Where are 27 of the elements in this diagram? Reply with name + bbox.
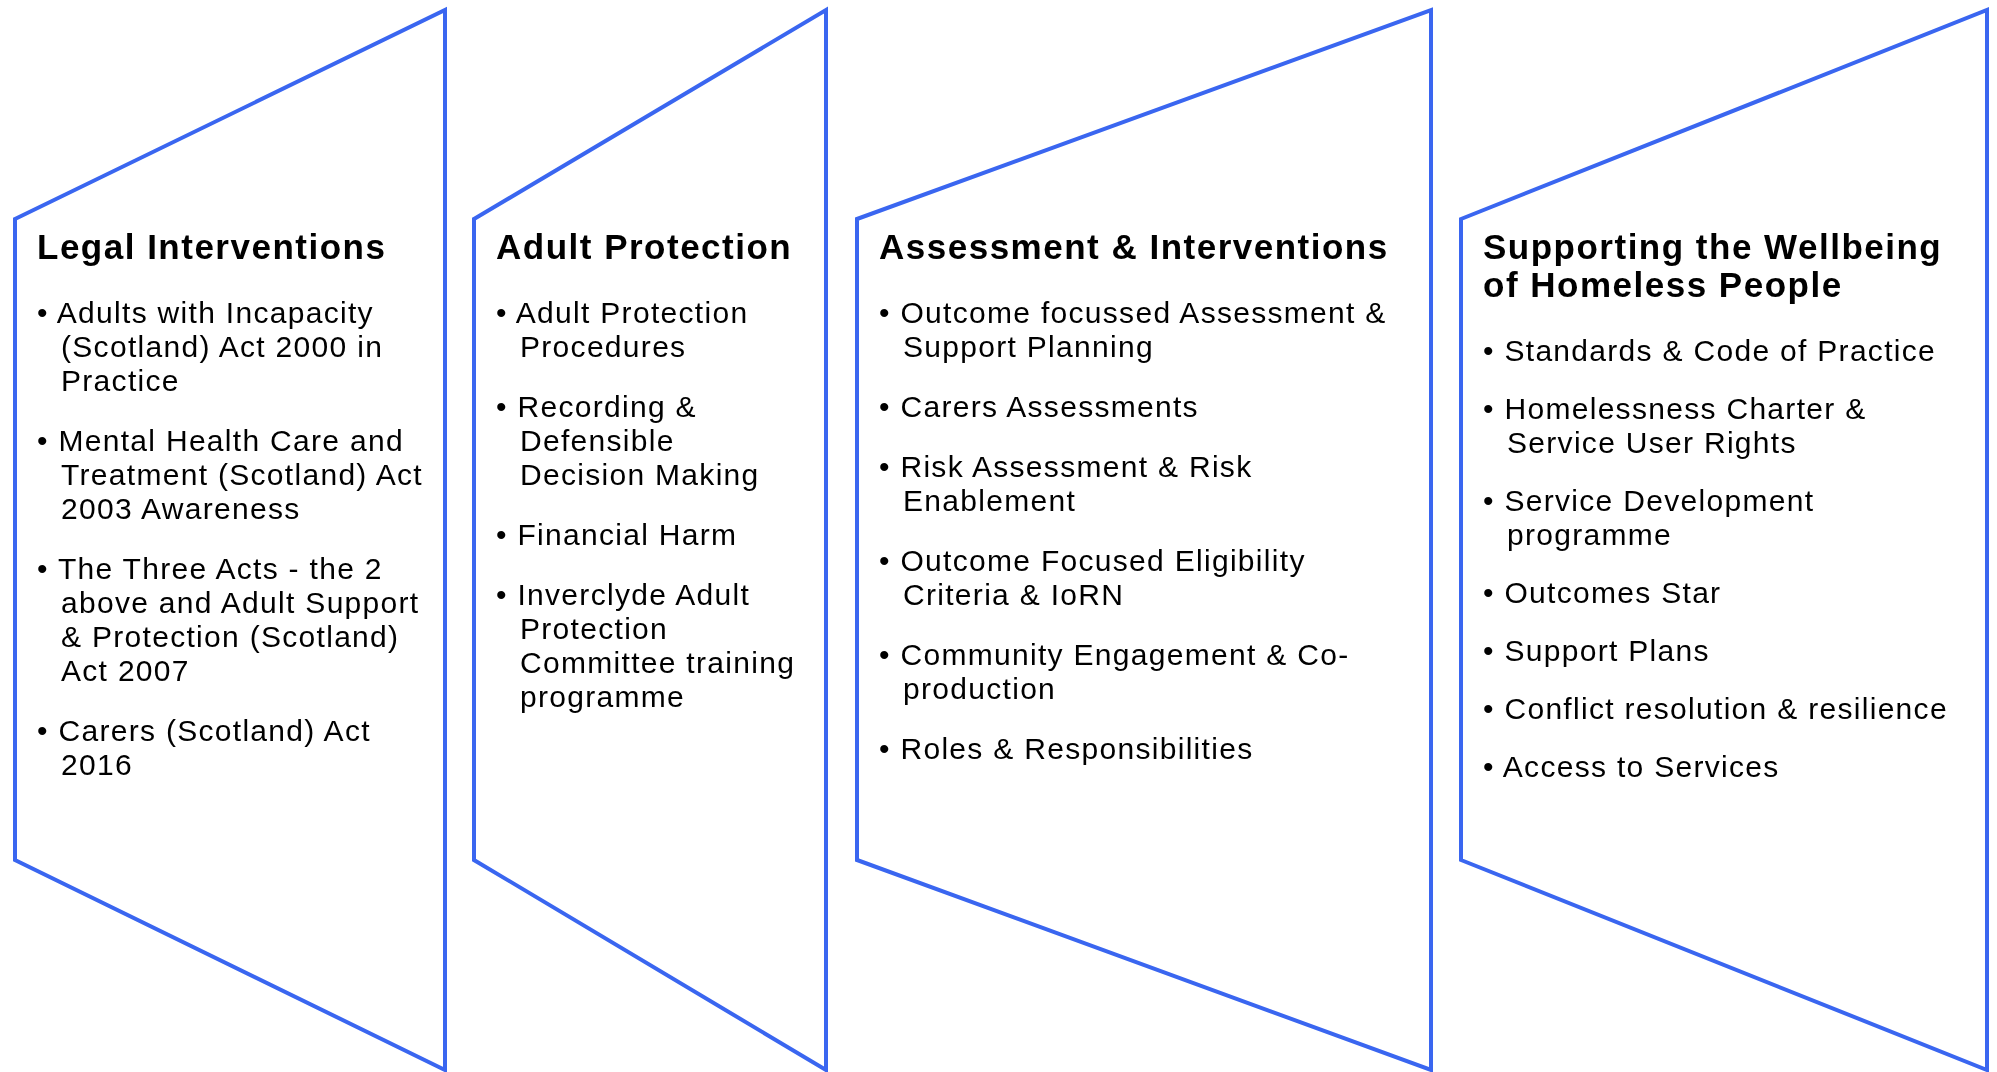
bullet-item: • Carers (Scotland) Act 2016	[37, 714, 372, 782]
bullet-item: • Inverclyde Adult Protection Committee training programme	[496, 578, 797, 714]
bullet-item: • Adult Protection Procedures	[496, 296, 750, 364]
trapezoid-panel	[1461, 10, 1987, 1070]
bullet-item: • Roles & Responsibilities	[879, 732, 1255, 766]
panel-heading: Legal Interventions	[37, 228, 388, 266]
bullet-item: • Support Plans	[1483, 634, 1711, 668]
bullet-item: • Financial Harm	[496, 518, 739, 552]
bullet-item: • Recording & Defensible Decision Making	[496, 390, 761, 492]
bullet-item: • Adults with Incapacity (Scotland) Act 2000 in Practice	[37, 296, 385, 398]
trapezoid-panel	[857, 10, 1431, 1070]
bullet-item: • Standards & Code of Practice	[1483, 334, 1938, 368]
bullet-item: • Conflict resolution & resilience	[1483, 692, 1949, 726]
bullet-item: • Community Engagement & Co-production	[879, 638, 1351, 706]
panel-heading: Supporting the Wellbeing of Homeless People	[1483, 228, 1944, 304]
bullet-item: • Carers Assessments	[879, 390, 1200, 424]
panel-heading: Assessment & Interventions	[879, 228, 1390, 266]
bullet-item: • The Three Acts - the 2 above and Adult Support & Protection (Scotland) Act 2007	[37, 552, 421, 688]
bullet-item: • Access to Services	[1483, 750, 1781, 784]
bullet-item: • Outcome Focused Eligibility Criteria & IoRN	[879, 544, 1307, 612]
bullet-item: • Risk Assessment & Risk Enablement	[879, 450, 1254, 518]
bullet-item: • Homelessness Charter & Service User Rights	[1483, 392, 1868, 460]
bullet-item: • Service Development programme	[1483, 484, 1816, 552]
bullet-item: • Outcomes Star	[1483, 576, 1723, 610]
bullet-item: • Outcome focussed Assessment & Support Planning	[879, 296, 1388, 364]
panel-heading: Adult Protection	[496, 228, 794, 266]
bullet-item: • Mental Health Care and Treatment (Scotland) Act 2003 Awareness	[37, 424, 424, 526]
